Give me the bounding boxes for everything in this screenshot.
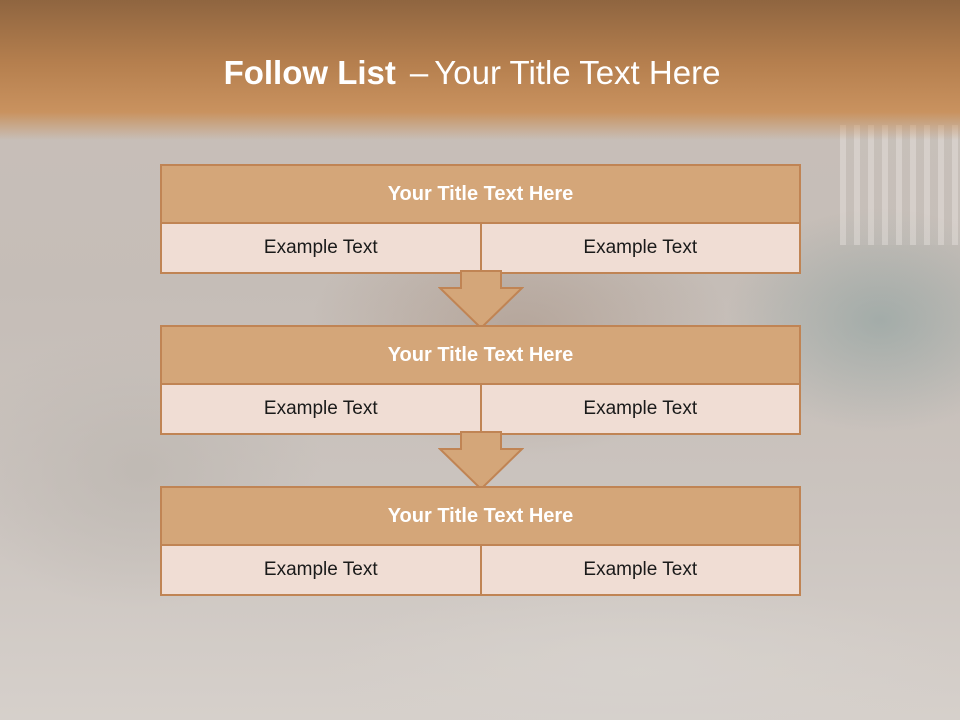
slide-title-rest: Your Title Text Here	[434, 54, 721, 91]
slide-title: Follow List–Your Title Text Here	[0, 54, 944, 92]
block-cell-right: Example Text	[479, 546, 800, 594]
block-cell-right: Example Text	[479, 385, 800, 433]
block-cell-left: Example Text	[263, 237, 378, 258]
list-block-2: Your Title Text Here Example Text Exampl…	[160, 325, 801, 435]
background-blinds	[840, 125, 960, 245]
slide-title-dash: –	[409, 54, 429, 91]
down-arrow-icon	[438, 270, 524, 330]
block-row: Example Text Example Text	[162, 224, 799, 272]
block-title: Your Title Text Here	[162, 166, 799, 224]
block-title: Your Title Text Here	[162, 488, 799, 546]
block-cell-left: Example Text	[263, 398, 378, 419]
block-cell-left: Example Text	[263, 559, 378, 580]
header-band	[0, 0, 960, 140]
list-block-3: Your Title Text Here Example Text Exampl…	[160, 486, 801, 596]
slide-title-bold: Follow List	[223, 54, 396, 91]
block-row: Example Text Example Text	[162, 546, 799, 594]
block-title: Your Title Text Here	[162, 327, 799, 385]
list-block-1: Your Title Text Here Example Text Exampl…	[160, 164, 801, 274]
block-row: Example Text Example Text	[162, 385, 799, 433]
down-arrow-icon	[438, 431, 524, 491]
block-cell-right: Example Text	[479, 224, 800, 272]
